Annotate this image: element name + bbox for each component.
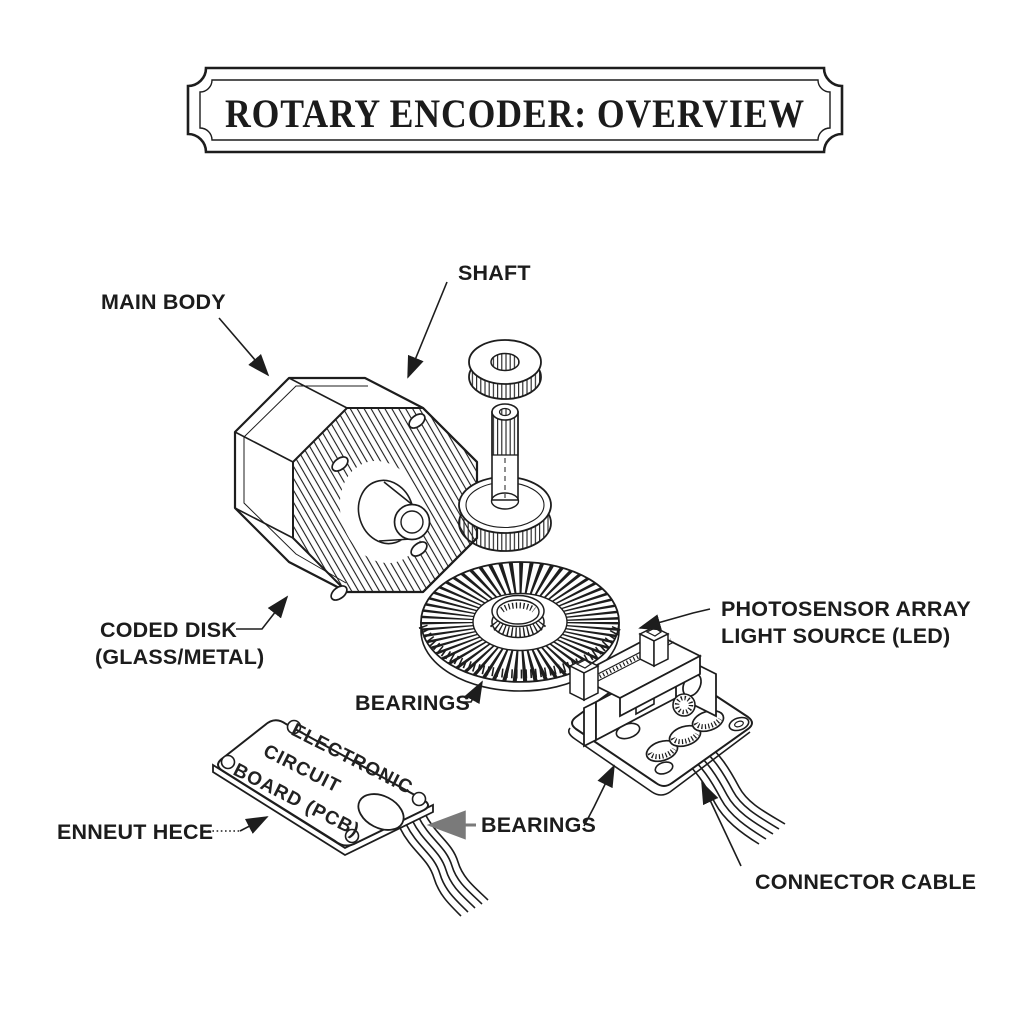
label-connector-cable: CONNECTOR CABLE [755,870,976,894]
pcb-wires [399,811,489,917]
leader-lines [204,281,742,867]
main-body-leader [218,317,270,377]
label-bearings-lower: BEARINGS [481,813,596,837]
pcb-part: ELECTRONIC CIRCUIT BOARD (PCB) [212,719,489,917]
label-coded-disk-line1: CODED DISK [100,618,237,642]
label-photosensor-line1: PHOTOSENSOR ARRAY [721,597,971,621]
shaft-leader [407,281,448,379]
label-shaft: SHAFT [458,261,531,285]
label-coded-disk-line2: (GLASS/METAL) [95,645,264,669]
page-title: ROTARY ENCODER: OVERVIEW [225,91,805,136]
photosensor-leader [638,608,711,631]
labels: MAIN BODY SHAFT CODED DISK (GLASS/METAL)… [57,261,976,894]
label-photosensor-line2: LIGHT SOURCE (LED) [721,624,950,648]
main-body-part [233,376,479,601]
label-bearings-upper: BEARINGS [355,691,470,715]
connector-cable-leader [701,781,742,867]
label-pcb-pointer: ENNEUT HECE [57,820,213,844]
pcb-pointer-leader [239,816,269,834]
bearings-upper-leader [459,680,483,705]
label-main-body: MAIN BODY [101,290,226,314]
coded-disk-leader [236,595,289,630]
shaft-part [458,339,552,552]
bearings-lower-right-leader [583,764,615,827]
coded-disk-part [418,561,622,692]
title-banner: ROTARY ENCODER: OVERVIEW [186,66,844,154]
